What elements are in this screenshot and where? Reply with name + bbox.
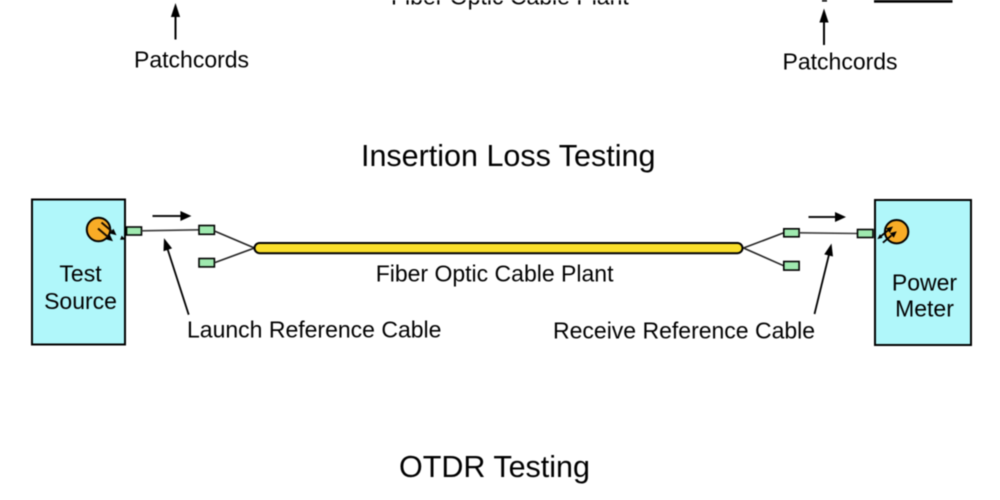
svg-text:Meter: Meter	[895, 296, 954, 322]
svg-text:Receive Reference Cable: Receive Reference Cable	[553, 318, 815, 344]
svg-text:Test: Test	[59, 261, 102, 287]
svg-text:OTDR Testing: OTDR Testing	[399, 450, 590, 484]
svg-text:Source: Source	[44, 288, 117, 314]
svg-text:Launch Reference Cable: Launch Reference Cable	[187, 317, 441, 343]
svg-text:Insertion Loss Testing: Insertion Loss Testing	[361, 139, 655, 173]
svg-text:Power: Power	[892, 270, 958, 296]
svg-text:Patchcords: Patchcords	[783, 48, 898, 74]
svg-text:Fiber Optic Cable Plant: Fiber Optic Cable Plant	[376, 261, 614, 287]
svg-text:Fiber Optic Cable Plant: Fiber Optic Cable Plant	[391, 0, 629, 10]
svg-text:Patchcords: Patchcords	[134, 47, 249, 73]
